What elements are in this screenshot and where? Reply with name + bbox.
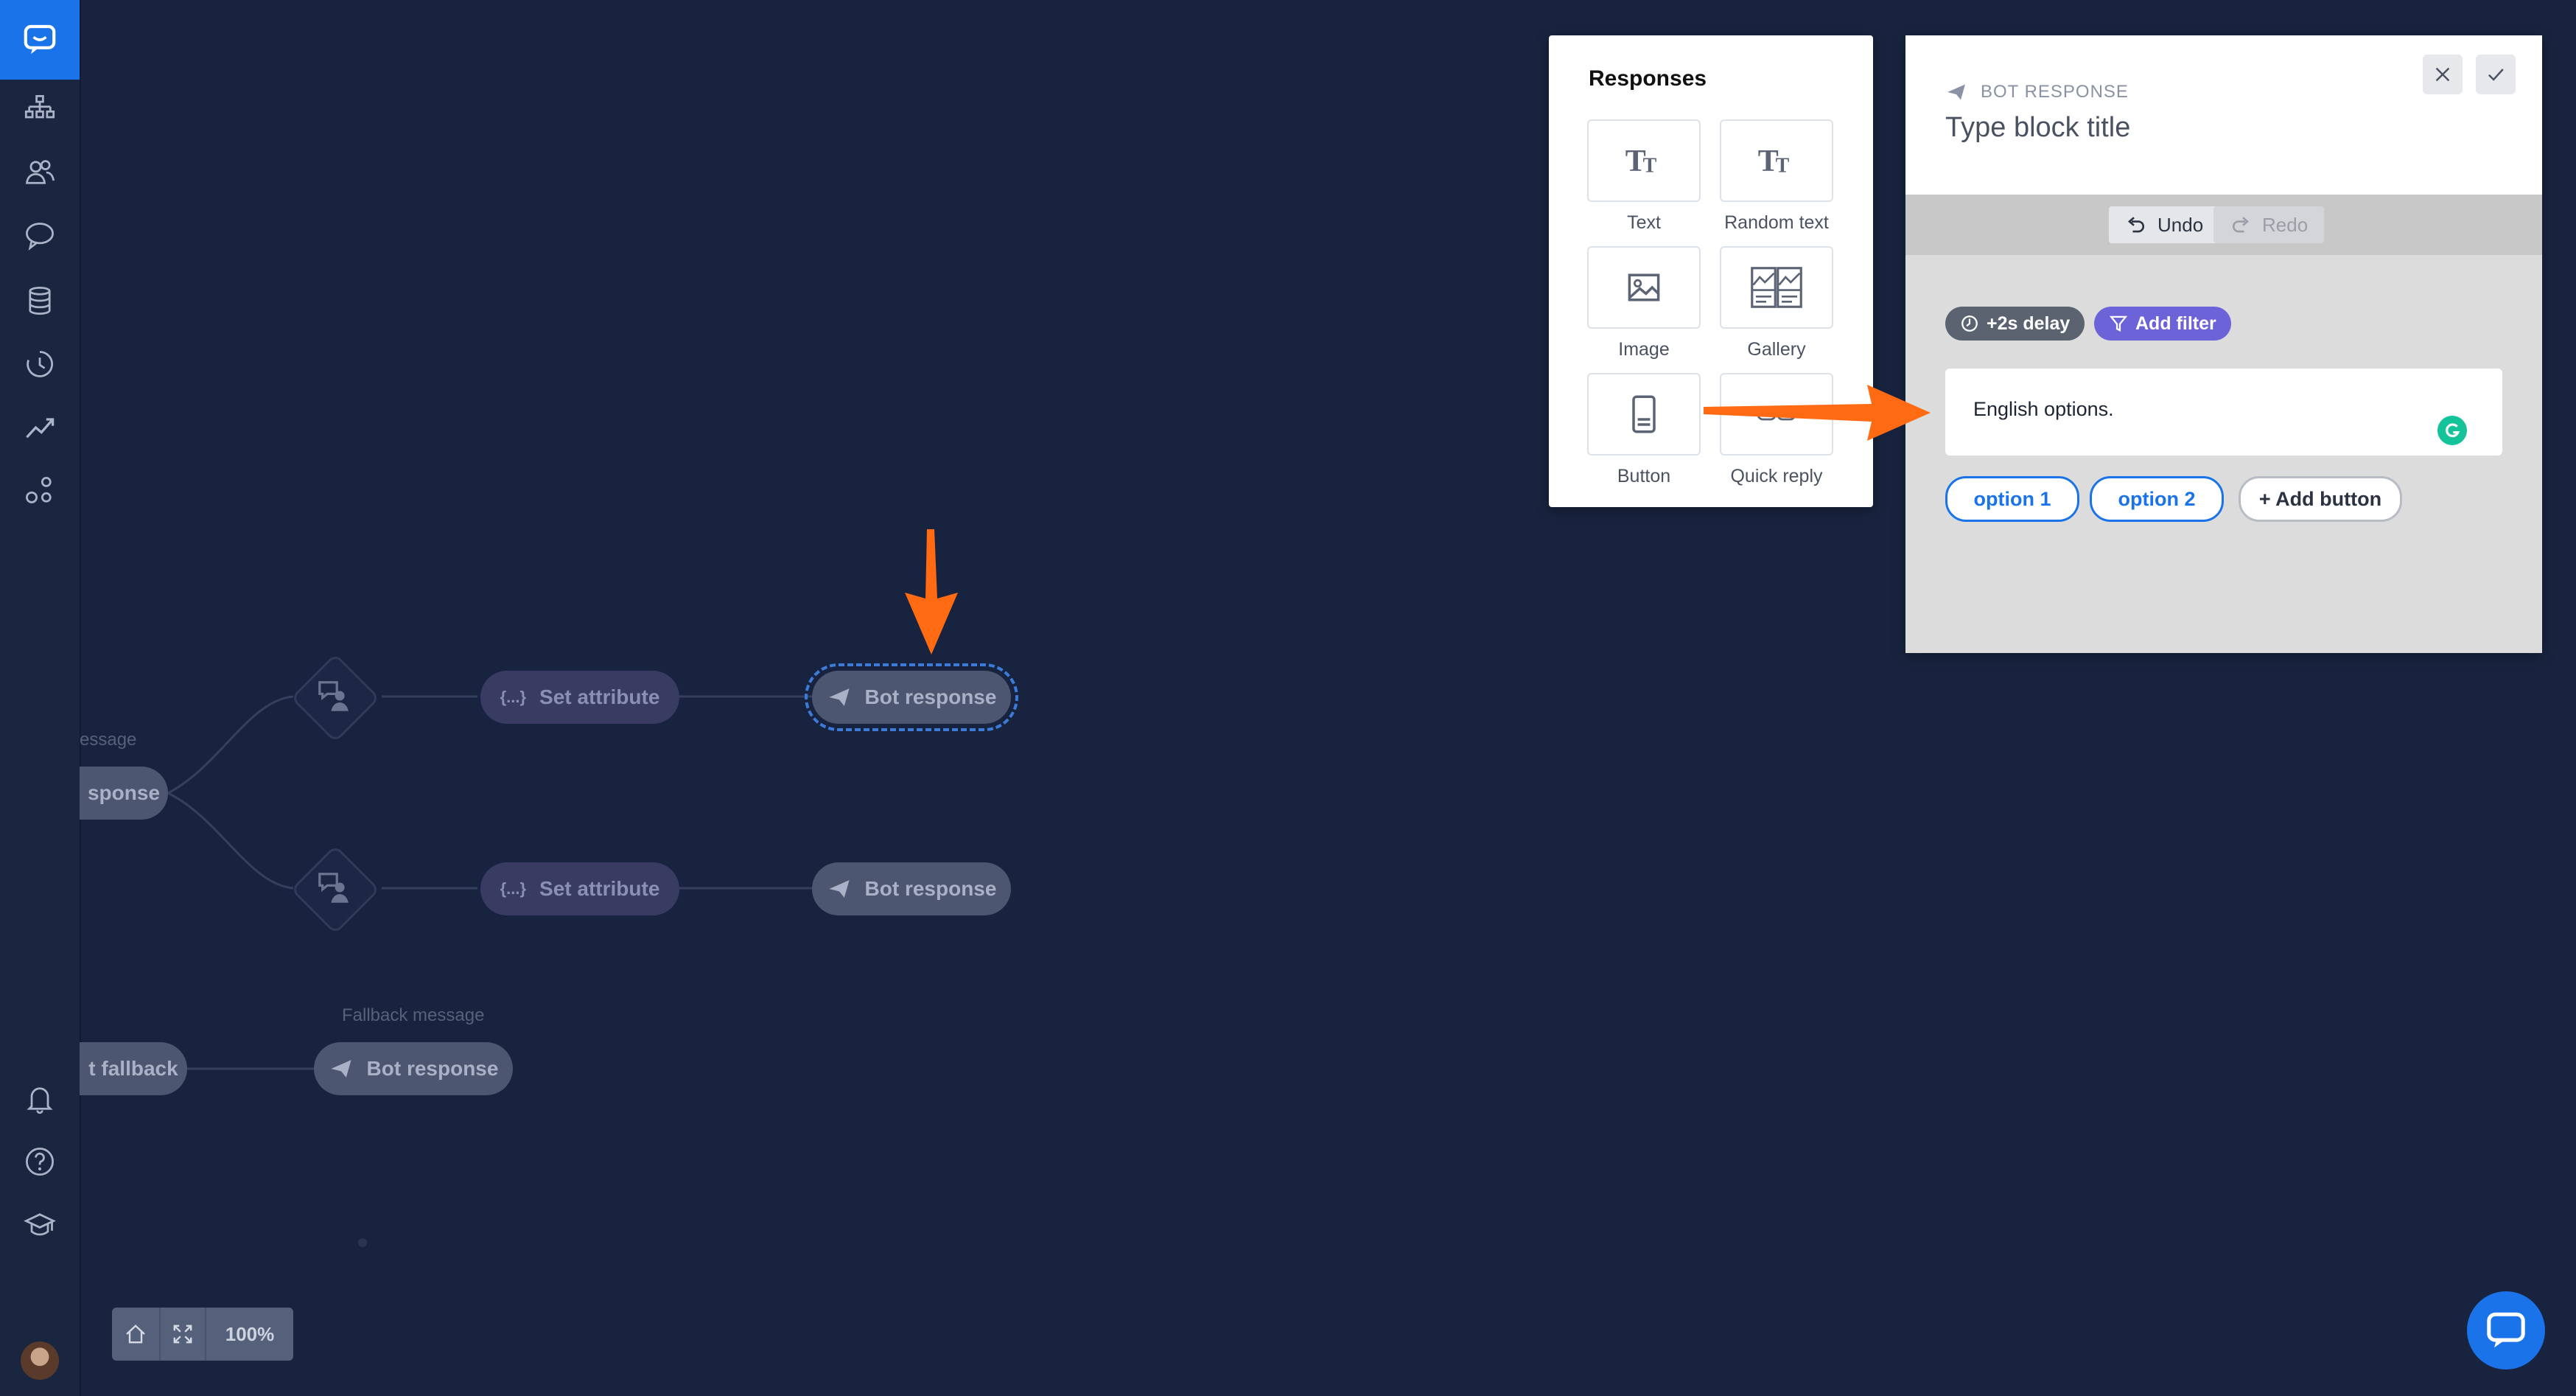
fit-screen-button[interactable] [161, 1308, 206, 1361]
response-type-label: Button [1617, 466, 1671, 486]
svg-text:T: T [1625, 144, 1646, 178]
response-type-label: Random text [1724, 212, 1829, 233]
users-icon[interactable] [18, 150, 62, 195]
zoom-controls: 100% [112, 1308, 293, 1361]
text-type-icon: TT [1625, 144, 1657, 178]
response-type-image[interactable]: Image [1587, 246, 1701, 360]
node-label: Set attribute [539, 877, 660, 900]
left-sidebar [0, 0, 81, 1396]
clock-icon [1961, 315, 1978, 332]
integrations-icon[interactable] [18, 469, 62, 513]
flow-connectors [167, 695, 812, 1247]
filter-icon [2109, 315, 2128, 332]
close-button[interactable] [2423, 55, 2463, 94]
add-button[interactable]: + Add button [2239, 476, 2402, 522]
delay-text: +2s delay [1987, 313, 2071, 334]
check-icon [2488, 69, 2504, 81]
redo-button[interactable]: Redo [2213, 206, 2325, 243]
panel-title: Responses [1589, 66, 1707, 91]
send-icon [330, 1060, 351, 1078]
fallback-node-partial[interactable]: t fallback [80, 1042, 187, 1095]
svg-text:T: T [1643, 154, 1657, 177]
quick-reply-option-1[interactable]: option 1 [1945, 476, 2079, 522]
response-node-partial[interactable]: sponse [80, 767, 168, 820]
help-icon[interactable] [18, 1140, 62, 1184]
response-type-label: Gallery [1747, 339, 1806, 360]
quick-reply-option-2[interactable]: option 2 [2090, 476, 2224, 522]
academy-icon[interactable] [18, 1203, 62, 1247]
avatar[interactable] [21, 1341, 59, 1380]
add-filter-button[interactable]: Add filter [2094, 307, 2231, 341]
set-attribute-node-2[interactable]: {...} Set attribute [480, 862, 679, 915]
send-icon [828, 688, 850, 706]
node-label: t fallback [88, 1057, 178, 1080]
close-icon [2435, 67, 2450, 82]
response-type-gallery[interactable]: Gallery [1720, 246, 1833, 360]
bot-response-panel: BOT RESPONSE Type block title Undo Redo … [1905, 35, 2542, 653]
message-input[interactable]: English options. [1945, 369, 2502, 456]
redo-label: Redo [2262, 213, 2309, 236]
chat-widget-button[interactable] [2467, 1291, 2545, 1369]
user-chat-icon [318, 873, 349, 903]
response-type-label: Text [1627, 212, 1661, 233]
set-attribute-node-1[interactable]: {...} Set attribute [480, 671, 679, 724]
node-label-message: essage [80, 730, 137, 750]
node-label: Bot response [366, 1057, 499, 1080]
image-icon [1628, 273, 1660, 301]
message-text: English options. [1973, 398, 2114, 420]
undo-icon [2128, 217, 2145, 233]
edit-toolbar: Undo Redo [1905, 195, 2542, 255]
random-text-type-icon: TT [1758, 144, 1790, 178]
node-label: sponse [87, 781, 161, 804]
confirm-button[interactable] [2476, 55, 2516, 94]
bot-response-node-fallback[interactable]: Bot response [314, 1042, 513, 1095]
zoom-level[interactable]: 100% [225, 1322, 275, 1345]
panel-kicker: BOT RESPONSE [1945, 81, 2129, 103]
response-type-button[interactable]: Button [1587, 373, 1701, 487]
undo-label: Undo [2157, 213, 2204, 236]
expand-icon [173, 1325, 192, 1344]
filter-text: Add filter [2135, 313, 2216, 334]
grammarly-icon[interactable] [2437, 416, 2467, 445]
send-icon [1947, 84, 1965, 100]
braces-icon: {...} [500, 688, 527, 706]
history-icon[interactable] [18, 342, 62, 386]
chat-icon [2487, 1312, 2525, 1348]
sitemap-icon[interactable] [18, 87, 62, 131]
delay-chip[interactable]: +2s delay [1945, 307, 2085, 341]
panel-kicker-text: BOT RESPONSE [1981, 82, 2129, 102]
node-label: Bot response [864, 877, 997, 900]
undo-button[interactable]: Undo [2109, 206, 2220, 243]
svg-text:T: T [1758, 144, 1779, 178]
redo-icon [2232, 217, 2249, 233]
panel-header: BOT RESPONSE Type block title [1905, 35, 2542, 195]
send-icon [828, 880, 850, 898]
chat-bubble-icon[interactable] [18, 214, 62, 258]
app-logo-icon[interactable] [0, 0, 80, 80]
database-icon[interactable] [18, 279, 62, 323]
bell-icon[interactable] [18, 1076, 62, 1120]
node-label: Set attribute [539, 685, 660, 708]
node-label-fallback: Fallback message [342, 1005, 485, 1025]
user-chat-icon [318, 681, 349, 711]
home-button[interactable] [112, 1308, 161, 1361]
response-type-label: Image [1618, 339, 1670, 360]
bot-response-node-selected[interactable]: Bot response [805, 663, 1018, 731]
response-type-label: Quick reply [1730, 466, 1823, 486]
quick-reply-icon [1757, 408, 1796, 421]
flow-canvas[interactable]: essage sponse {...} Set attribute Bot re… [80, 0, 2576, 1396]
bot-response-node[interactable]: Bot response [812, 862, 1011, 915]
trend-icon[interactable] [18, 405, 62, 450]
home-icon [126, 1325, 145, 1344]
gallery-icon [1751, 267, 1802, 308]
response-type-quick-reply[interactable]: Quick reply [1720, 373, 1833, 487]
block-title-input[interactable]: Type block title [1945, 112, 2131, 143]
button-type-icon [1632, 395, 1656, 433]
braces-icon: {...} [500, 879, 527, 898]
svg-text:T: T [1776, 154, 1790, 177]
node-label: Bot response [864, 685, 997, 708]
